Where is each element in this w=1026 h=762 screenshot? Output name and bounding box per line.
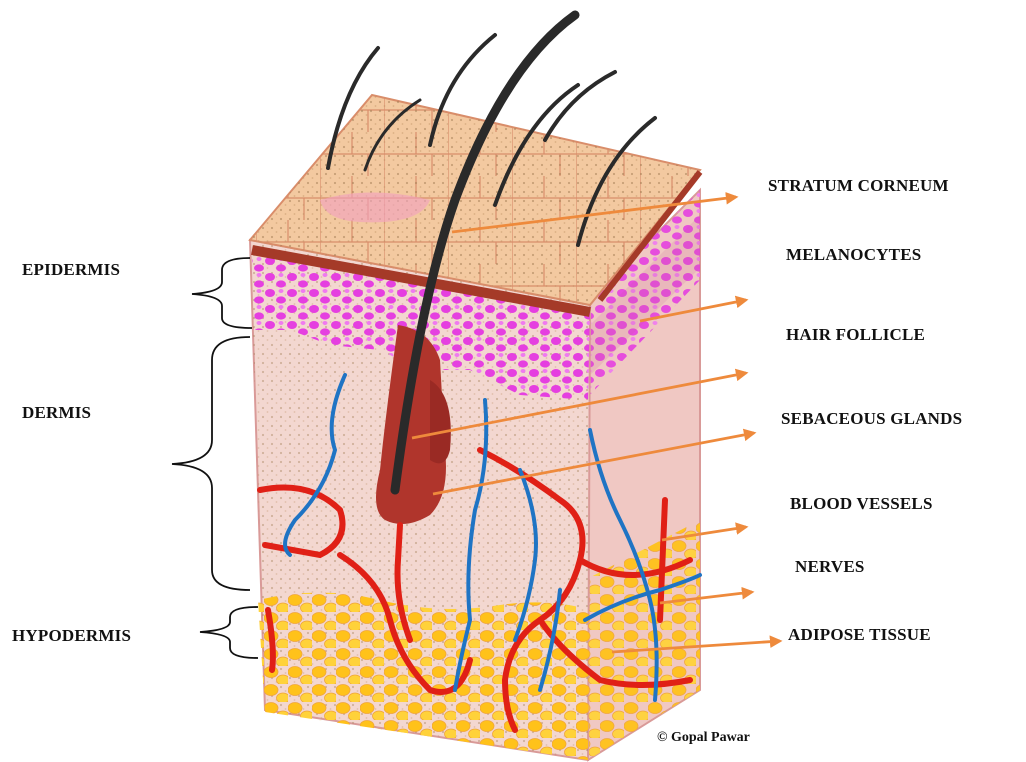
label-adipose-tissue: ADIPOSE TISSUE bbox=[788, 625, 931, 645]
label-melanocytes: MELANOCYTES bbox=[786, 245, 921, 265]
label-hypodermis: HYPODERMIS bbox=[12, 626, 131, 646]
skin-block bbox=[250, 95, 700, 760]
copyright-credit: © Gopal Pawar bbox=[657, 730, 750, 746]
hypodermis-bracket bbox=[200, 607, 258, 658]
label-stratum-corneum: STRATUM CORNEUM bbox=[768, 176, 949, 196]
layer-brackets bbox=[172, 258, 258, 658]
label-hair-follicle: HAIR FOLLICLE bbox=[786, 325, 925, 345]
label-epidermis: EPIDERMIS bbox=[22, 260, 120, 280]
label-dermis: DERMIS bbox=[22, 403, 91, 423]
dermis-bracket bbox=[172, 337, 250, 590]
epidermis-bracket bbox=[192, 258, 252, 328]
label-blood-vessels: BLOOD VESSELS bbox=[790, 494, 933, 514]
label-nerves: NERVES bbox=[795, 557, 865, 577]
label-sebaceous-glands: SEBACEOUS GLANDS bbox=[781, 409, 962, 429]
